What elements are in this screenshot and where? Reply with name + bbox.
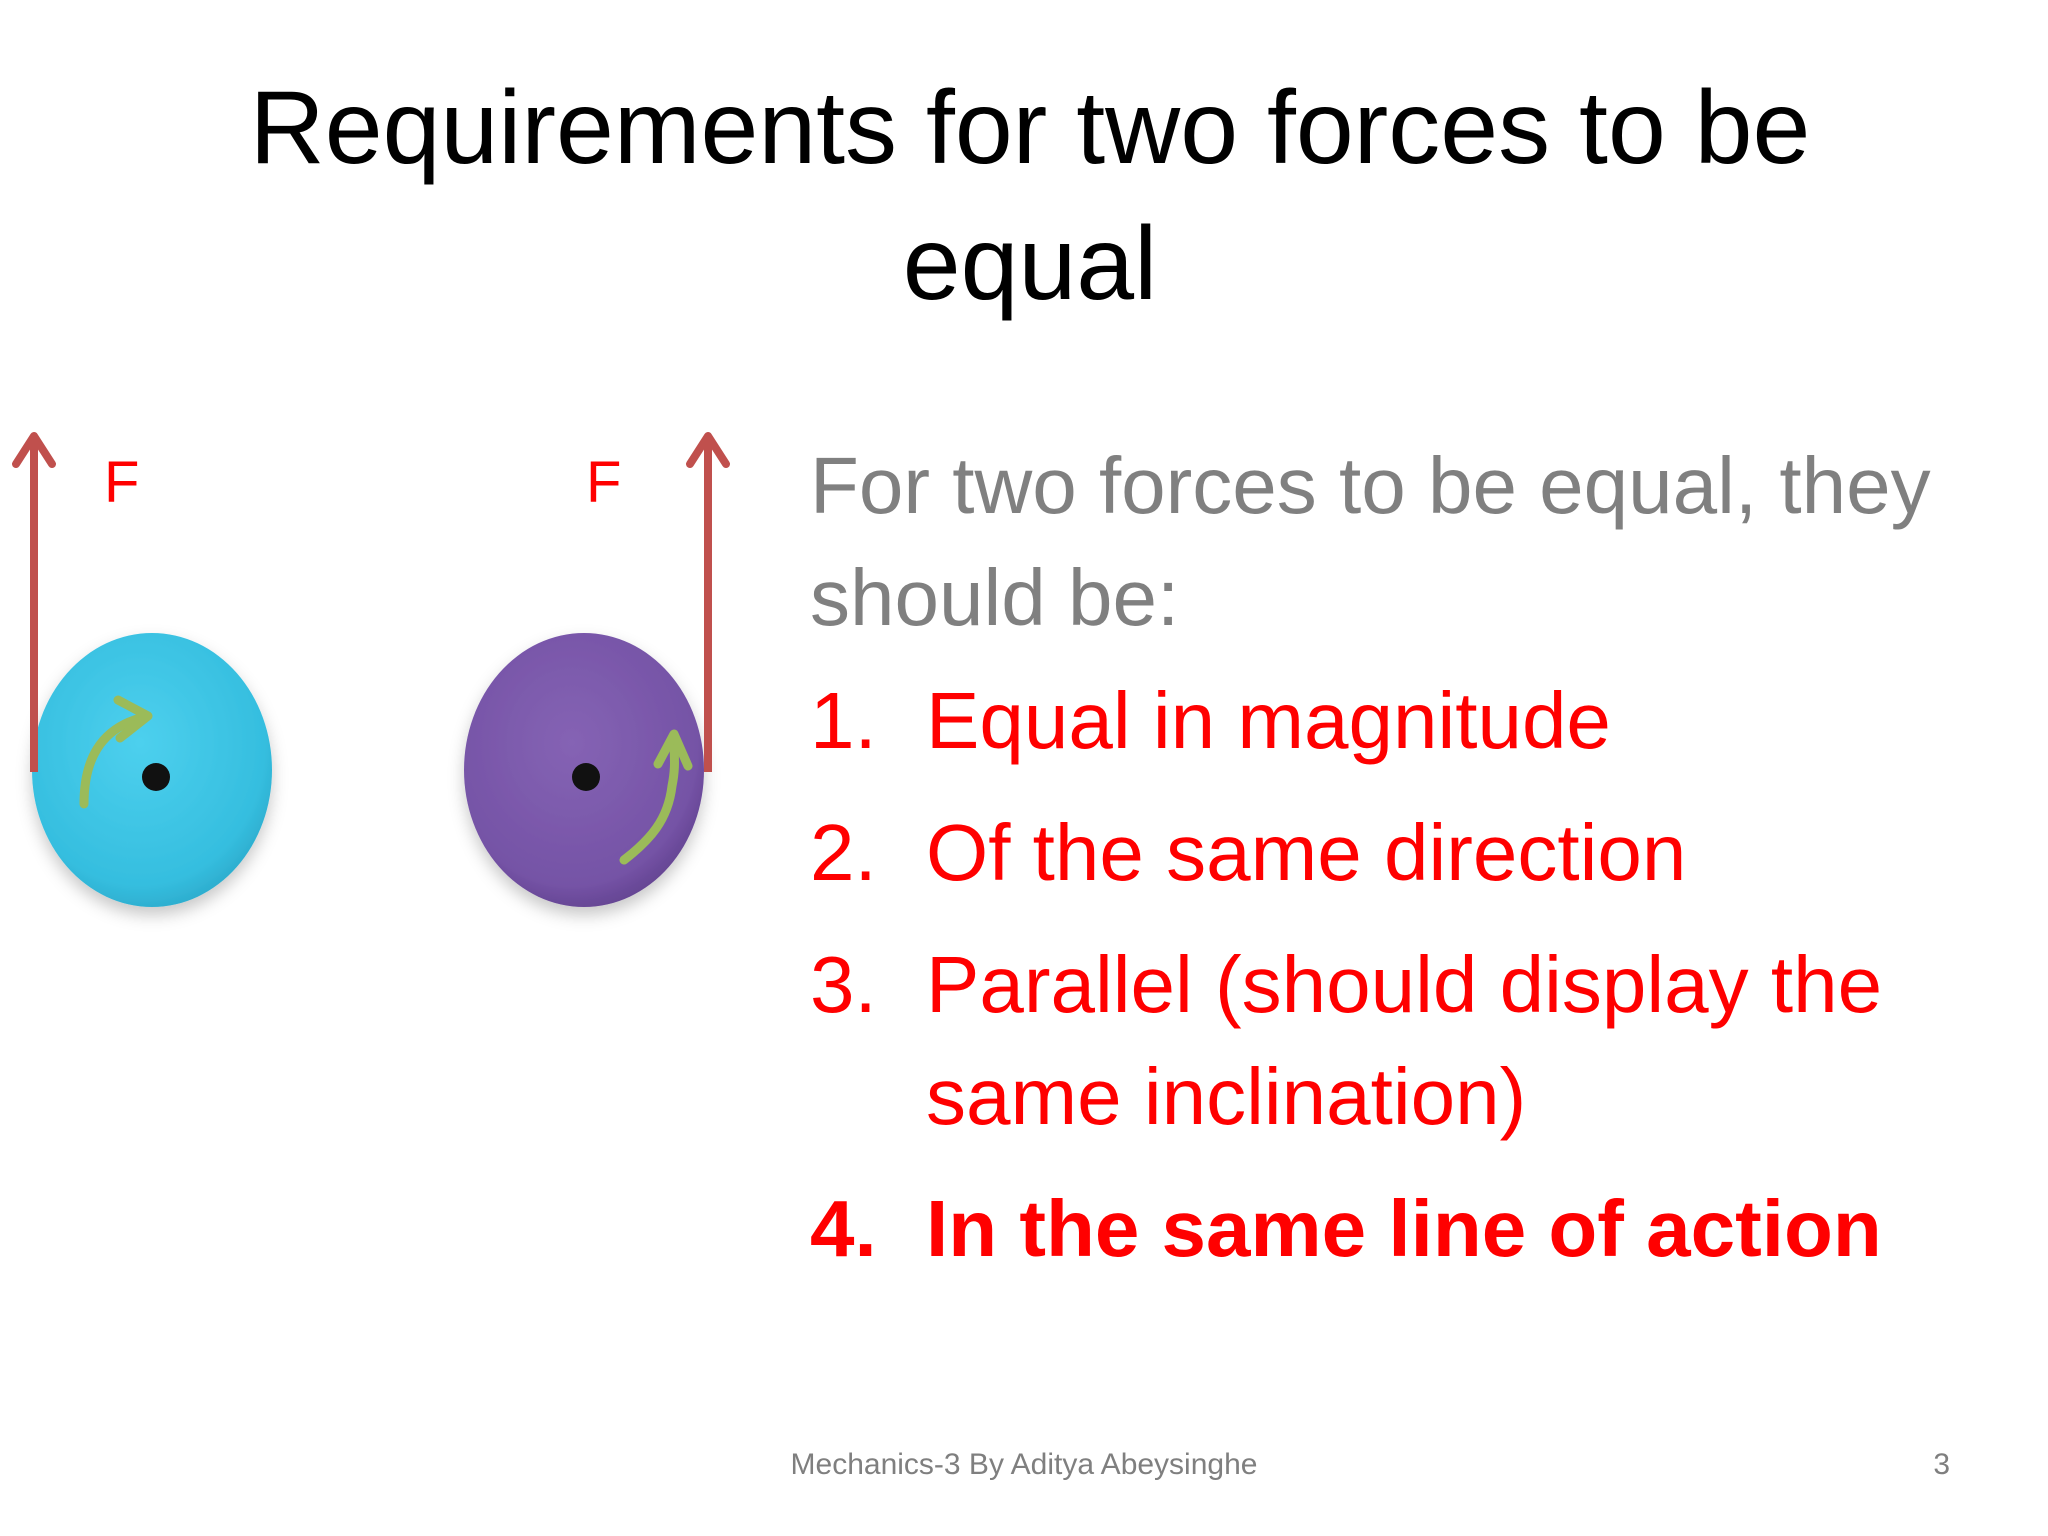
right-disc-center-dot [572,763,600,791]
list-item-number: 2. [810,808,877,897]
list-item-text: Parallel (should display the same inclin… [926,940,1883,1141]
left-force-arrow-icon [12,432,56,772]
list-item-number: 4. [810,1184,877,1273]
right-rotation-arrow-icon [619,729,693,865]
right-force-label: F [586,450,621,515]
list-item-number: 3. [810,940,877,1029]
list-item: 3. Parallel (should display the same inc… [810,929,1990,1153]
slide-title: Requirements for two forces to be equal [249,70,1811,322]
page-number: 3 [1933,1448,1950,1481]
list-item-text: In the same line of action [926,1184,1882,1273]
force-diagram: F F [12,432,730,907]
requirements-list: 1. Equal in magnitude 2. Of the same dir… [810,665,1990,1305]
list-item: 2. Of the same direction [810,797,1990,909]
list-item: 4. In the same line of action [810,1173,1990,1285]
intro-text: For two forces to be equal, they should … [810,441,1931,642]
right-force-arrow-icon [686,432,730,772]
left-disc-center-dot [142,763,170,791]
list-item-text: Equal in magnitude [926,676,1611,765]
left-force-label: F [104,450,139,515]
left-rotation-arrow-icon [79,695,153,809]
slide-footer: Mechanics-3 By Aditya Abeysinghe [790,1448,1258,1481]
list-item: 1. Equal in magnitude [810,665,1990,777]
list-item-number: 1. [810,676,877,765]
list-item-text: Of the same direction [926,808,1687,897]
